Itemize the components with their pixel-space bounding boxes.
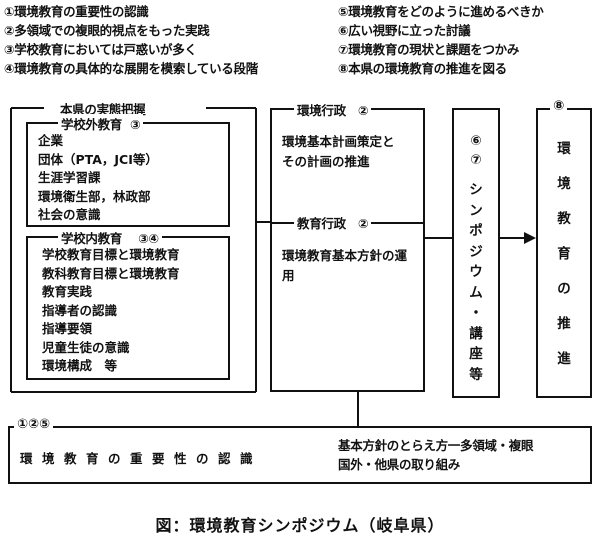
symposium-label: シ ン ポ ジ ウ ム ・ 講 座 等 <box>469 182 483 383</box>
symposium-numbers: ⑥ ⑦ <box>470 133 482 168</box>
promotion-label: 環 境 教 育 の 推 進 <box>557 141 571 367</box>
importance-recognition: 環境教育の重要性の認識 <box>20 451 263 466</box>
list-item: 環境構成 等 <box>42 358 118 373</box>
outside-school-title: 学校外教育 ③ <box>58 114 144 133</box>
list-item: 教科教育目標と環境教育 <box>42 265 180 281</box>
bottom-box <box>8 426 592 484</box>
edu-admin-title: 教育行政 ② <box>294 213 372 232</box>
figure-caption: 図：環境教育シンポジウム（岐阜県） <box>155 516 445 535</box>
bottom-box-numbers: ①②⑤ <box>14 417 54 432</box>
inside-school-title: 学校内教育 ③④ <box>58 228 162 247</box>
list-item: 学校教育目標と環境教育 <box>42 247 180 262</box>
promotion-number: ⑧ <box>550 98 568 114</box>
outside-school-list: 企業 団体（PTA，JCI等） 生涯学習課 環境衛生部，林政部 社会の意識 <box>38 132 158 225</box>
list-item: 環境衛生部，林政部 <box>38 188 151 204</box>
list-item: 指導要領 <box>42 321 93 336</box>
list-item: 生涯学習課 <box>38 170 101 185</box>
env-admin-title: 環境行政 ② <box>294 100 372 119</box>
env-admin-text: 環境基本計画策定と その計画の推進 <box>282 134 395 169</box>
list-item: 教育実践 <box>42 284 93 299</box>
list-item: 児童生徒の意識 <box>42 339 130 355</box>
legend-item: ②多領域での複眼的視点をもった実践 <box>4 23 210 38</box>
legend-item: ③学校教育においては戸惑いが多く <box>4 42 197 57</box>
legend-left: ①環境教育の重要性の認識 ②多領域での複眼的視点をもった実践 ③学校教育において… <box>4 2 258 78</box>
legend-item: ⑧本県の環境教育の推進を図る <box>338 61 507 76</box>
list-item: 企業 <box>38 133 64 148</box>
legend-item: ⑤環境教育をどのように進めるべきか <box>338 4 544 19</box>
legend-item: ⑦環境教育の現状と課題をつかみ <box>338 42 520 57</box>
list-item: 社会の意識 <box>38 207 101 222</box>
list-item: 指導者の認識 <box>42 302 118 318</box>
legend-right: ⑤環境教育をどのように進めるべきか ⑥広い視野に立った討議 ⑦環境教育の現状と課… <box>338 2 544 78</box>
status-box-title: 本県の実態把握 <box>60 102 146 117</box>
legend-item: ⑥広い視野に立った討議 <box>338 23 471 38</box>
legend-item: ①環境教育の重要性の認識 <box>4 4 149 19</box>
edu-admin-text: 環境教育基本方針の運 用 <box>282 248 408 283</box>
symposium-box <box>452 108 500 398</box>
inside-school-list: 学校教育目標と環境教育 教科教育目標と環境教育 教育実践 指導者の認識 指導要領… <box>42 246 180 376</box>
list-item: 団体（PTA，JCI等） <box>38 151 158 167</box>
bottom-box-notes: 基本方針のとらえ方一多領域・複眼 国外・他県の取り組み <box>338 438 534 472</box>
legend-item: ④環境教育の具体的な展開を模索している段階 <box>4 61 258 76</box>
